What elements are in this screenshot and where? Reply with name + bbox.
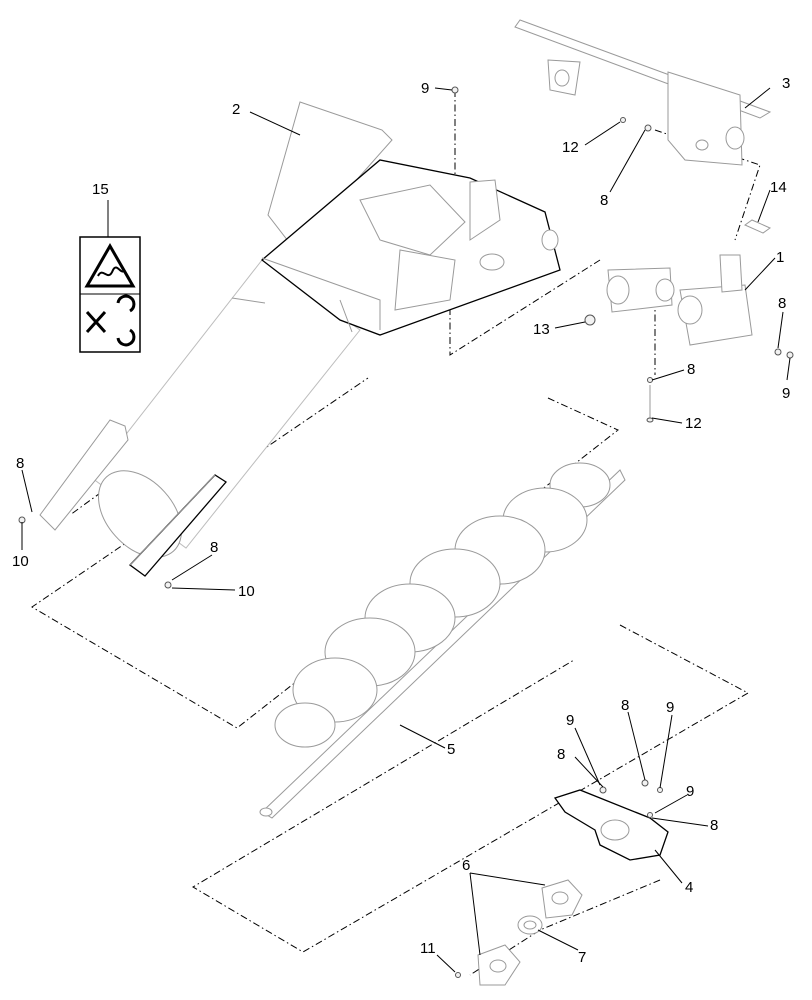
tube-side-rails	[39, 419, 227, 577]
callout-9: 9	[666, 699, 674, 716]
callouts: 2 3 1 14 9 12 8 13 8 12 8 9 15 8 10 8 10…	[12, 75, 790, 966]
callout-9: 9	[421, 80, 429, 97]
callout-14: 14	[770, 179, 787, 196]
leader-lines	[21, 87, 791, 973]
callout-9: 9	[566, 712, 574, 729]
callout-8: 8	[687, 361, 695, 378]
gearbox	[677, 254, 753, 346]
safety-decal	[79, 236, 141, 353]
callout-8: 8	[710, 817, 718, 834]
callout-11: 11	[420, 940, 436, 957]
long-bolt	[646, 385, 654, 423]
bearing	[517, 915, 543, 935]
callout-4: 4	[685, 879, 693, 896]
callout-2: 2	[232, 101, 240, 118]
callout-8: 8	[621, 697, 629, 714]
callout-8: 8	[210, 539, 218, 556]
callout-5: 5	[447, 741, 455, 758]
callout-8: 8	[778, 295, 786, 312]
callout-10: 10	[12, 553, 29, 570]
callout-13: 13	[533, 321, 550, 338]
callout-3: 3	[782, 75, 790, 92]
no-step-rotating-auger-icon	[85, 294, 136, 347]
bearing-bracket	[553, 789, 669, 861]
callout-10: 10	[238, 583, 255, 600]
auger-housing	[260, 101, 561, 336]
mount-bracket	[514, 19, 772, 166]
callout-12: 12	[685, 415, 702, 432]
callout-1: 1	[776, 249, 784, 266]
entanglement-warning-icon	[84, 242, 136, 288]
callout-9: 9	[782, 385, 790, 402]
callout-7: 7	[578, 949, 586, 966]
callout-6: 6	[462, 857, 470, 874]
callout-9: 9	[686, 783, 694, 800]
callout-12: 12	[562, 139, 579, 156]
callout-15: 15	[92, 181, 109, 198]
bearing-flange-upper	[541, 879, 583, 919]
auger-flighting	[259, 462, 626, 819]
bearing-flange-lower	[477, 944, 521, 986]
callout-8: 8	[600, 192, 608, 209]
callout-8: 8	[16, 455, 24, 472]
callout-8: 8	[557, 746, 565, 763]
gearbox-alt	[606, 267, 675, 313]
pin	[743, 219, 772, 234]
